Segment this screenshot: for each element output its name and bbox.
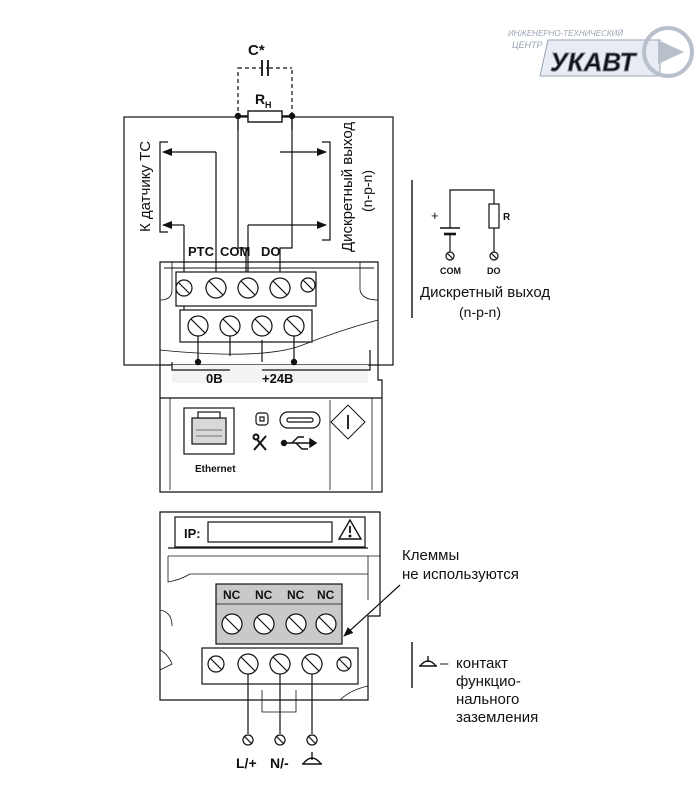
- callout-line2: не используются: [402, 566, 519, 583]
- warning-triangle-icon: [337, 518, 363, 540]
- nc-label-4: NC: [317, 588, 335, 602]
- resistor-label: R: [255, 91, 265, 107]
- ground-note-line2: функцио-: [456, 673, 521, 690]
- nc-label-2: NC: [255, 588, 273, 602]
- lower-terminal-row: [179, 309, 313, 343]
- load-resistor: [247, 110, 283, 123]
- ethernet-label: Ethernet: [195, 464, 236, 475]
- terminal-screw-icon: [300, 277, 316, 293]
- nc-screw-icon: [315, 613, 337, 635]
- side-com-terminal-icon: [445, 251, 455, 261]
- side-caption-line2: (n-p-n): [459, 304, 501, 320]
- terminal-screw-icon: [336, 656, 352, 672]
- terminal-label-do: DO: [261, 244, 281, 259]
- side-com-label: COM: [440, 266, 461, 276]
- supply-label-line: L/+: [236, 755, 257, 771]
- logo-ring-icon: [642, 26, 694, 78]
- functional-ground-icon: [302, 752, 322, 765]
- terminal-screw-icon: [175, 279, 193, 297]
- supply-l-terminal-icon: [242, 734, 254, 746]
- terminal-screw-icon: [269, 653, 291, 675]
- supply-n-terminal-icon: [274, 734, 286, 746]
- side-caption-line1: Дискретный выход: [420, 284, 550, 301]
- load-wires: [237, 130, 293, 284]
- callout-line1: Клеммы: [402, 547, 459, 564]
- ground-note-dash: –: [440, 655, 449, 672]
- terminal-screw-icon: [207, 655, 225, 673]
- ground-note-line1: контакт: [456, 655, 508, 672]
- nc-screw-icon: [221, 613, 243, 635]
- plus24-volt-label: +24В: [262, 371, 293, 386]
- side-do-terminal-icon: [489, 251, 499, 261]
- service-diamond-icon: [330, 404, 366, 440]
- logo-caption-line2: ЦЕНТР: [512, 40, 543, 50]
- terminal-screw-icon: [237, 653, 259, 675]
- callout-leader: [343, 584, 401, 637]
- nc-screw-icon: [285, 613, 307, 635]
- zero-volt-label: 0В: [206, 371, 223, 386]
- status-led-icon: [255, 412, 269, 426]
- nc-terminal-block: [215, 583, 343, 645]
- terminal-screw-icon: [237, 277, 259, 299]
- side-resistor: [488, 203, 500, 229]
- supply-wires: [247, 674, 313, 734]
- ground-note-line4: заземления: [456, 709, 538, 726]
- terminal-label-com: COM: [220, 244, 250, 259]
- terminal-screw-icon: [205, 277, 227, 299]
- power-24v-wires: [171, 336, 371, 371]
- nc-label-3: NC: [287, 588, 305, 602]
- logo-brand: УКАВТ: [550, 47, 638, 77]
- upper-terminal-row: [175, 271, 317, 307]
- discrete-output-schematic: [440, 189, 500, 261]
- load-circuit: [234, 60, 296, 130]
- side-resistor-label: R: [503, 212, 511, 223]
- terminal-label-ptc: PTC: [188, 244, 215, 259]
- usb-icon: [280, 436, 318, 450]
- sensor-label: К датчику ТС: [137, 141, 154, 232]
- nc-screw-icon: [253, 613, 275, 635]
- logo-arrow-icon: [658, 40, 684, 64]
- terminal-screw-icon: [301, 653, 323, 675]
- side-do-label: DO: [487, 266, 501, 276]
- service-tool-icon: [252, 433, 267, 451]
- nc-label-1: NC: [223, 588, 241, 602]
- terminal-screw-icon: [219, 315, 241, 337]
- battery-plus-sign: +: [431, 208, 439, 223]
- discrete-output-label: Дискретный выход: [339, 122, 356, 252]
- terminal-screw-icon: [283, 315, 305, 337]
- supply-label-neutral: N/-: [270, 755, 289, 771]
- discrete-output-type: (n-p-n): [359, 170, 375, 212]
- ground-note-line3: нального: [456, 691, 519, 708]
- ukavt-logo: ИНЖЕНЕРНО-ТЕХНИЧЕСКИЙ ЦЕНТР УКАВТ: [508, 26, 694, 78]
- terminal-screw-icon: [187, 315, 209, 337]
- ground-note-icon: [419, 656, 437, 667]
- usb-c-port: [279, 411, 321, 429]
- terminal-screw-icon: [251, 315, 273, 337]
- interface-panel: [183, 404, 366, 455]
- terminal-screw-icon: [269, 277, 291, 299]
- logo-caption-line1: ИНЖЕНЕРНО-ТЕХНИЧЕСКИЙ: [508, 29, 623, 38]
- supply-ground-terminal-icon: [306, 734, 318, 746]
- capacitor-label: С*: [248, 42, 265, 59]
- ip-label: IP:: [184, 526, 201, 541]
- resistor-subscript: Н: [265, 100, 272, 110]
- ip-address-field: [207, 521, 333, 543]
